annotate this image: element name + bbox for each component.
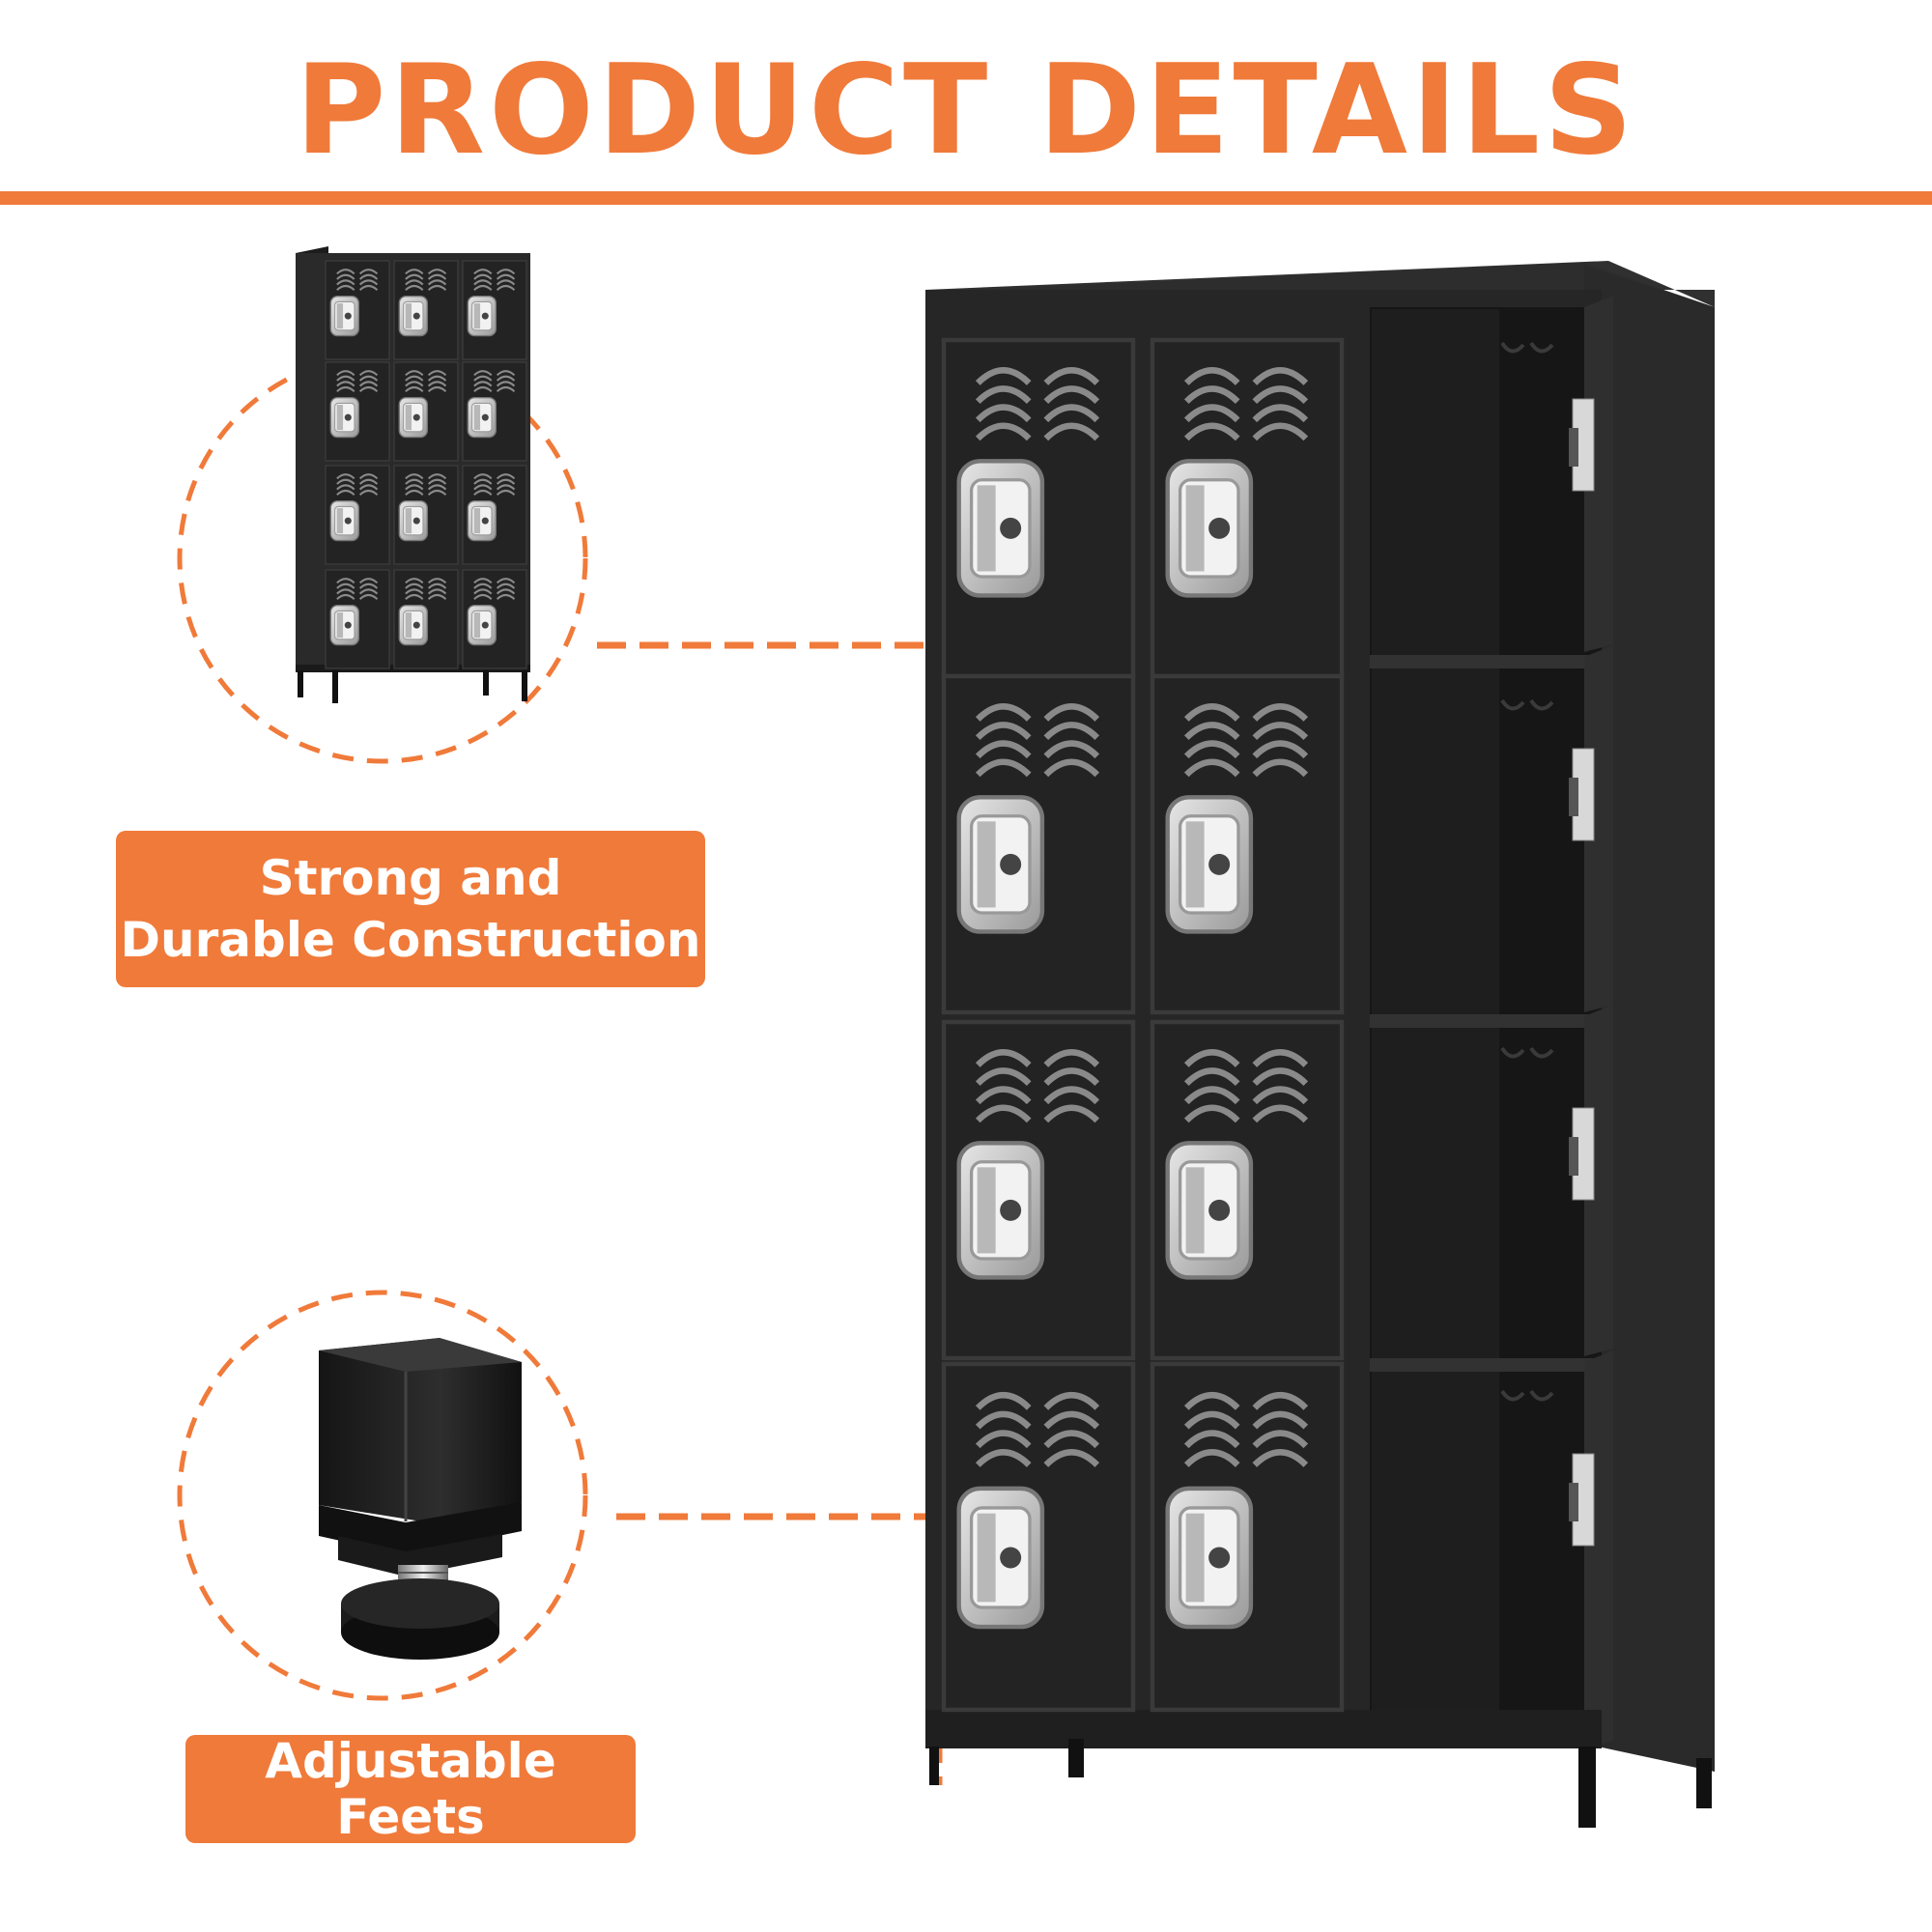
adjustable-foot-closeup bbox=[319, 1338, 522, 1660]
feature-label-feet-text: Adjustable Feets bbox=[265, 1733, 556, 1845]
open-door-2 bbox=[1584, 645, 1613, 1012]
page-title: PRODUCT DETAILS bbox=[295, 39, 1637, 183]
thumbnail-locker-door bbox=[462, 569, 527, 669]
locker-cabinet-main bbox=[925, 261, 1715, 1828]
open-door-4 bbox=[1584, 1350, 1613, 1748]
thumbnail-locker-door bbox=[462, 361, 527, 462]
title-underline bbox=[0, 191, 1932, 205]
feature-label-construction-line2: Durable Construction bbox=[120, 912, 701, 968]
locker-door-2 bbox=[1150, 337, 1345, 679]
feature-label-construction-line1: Strong and bbox=[259, 850, 562, 906]
thumbnail-locker-door bbox=[393, 569, 459, 669]
locker-cabinet-thumbnail bbox=[296, 246, 530, 703]
thumbnail-locker-door bbox=[325, 569, 390, 669]
thumbnail-locker-door bbox=[393, 361, 459, 462]
locker-door-5 bbox=[941, 1019, 1136, 1361]
locker-door-1 bbox=[941, 337, 1136, 679]
thumbnail-locker-door bbox=[393, 465, 459, 565]
locker-doors bbox=[941, 337, 1345, 1713]
thumbnail-locker-door bbox=[462, 260, 527, 360]
locker-door-7 bbox=[941, 1361, 1136, 1713]
thumbnail-locker-door bbox=[325, 260, 390, 360]
open-door-3 bbox=[1584, 1005, 1613, 1356]
thumbnail-locker-door bbox=[393, 260, 459, 360]
locker-door-4 bbox=[1150, 673, 1345, 1015]
open-door-1 bbox=[1584, 296, 1613, 652]
thumbnail-locker-door bbox=[462, 465, 527, 565]
feature-label-construction: Strong and Durable Construction bbox=[116, 831, 705, 987]
locker-door-8 bbox=[1150, 1361, 1345, 1713]
thumbnail-locker-door bbox=[325, 361, 390, 462]
foot-callout-circle bbox=[177, 1290, 588, 1701]
feature-label-feet: Adjustable Feets bbox=[185, 1733, 636, 1845]
locker-door-3 bbox=[941, 673, 1136, 1015]
locker-door-6 bbox=[1150, 1019, 1345, 1361]
open-locker-doors bbox=[1569, 296, 1613, 1748]
thumbnail-locker-door bbox=[325, 465, 390, 565]
